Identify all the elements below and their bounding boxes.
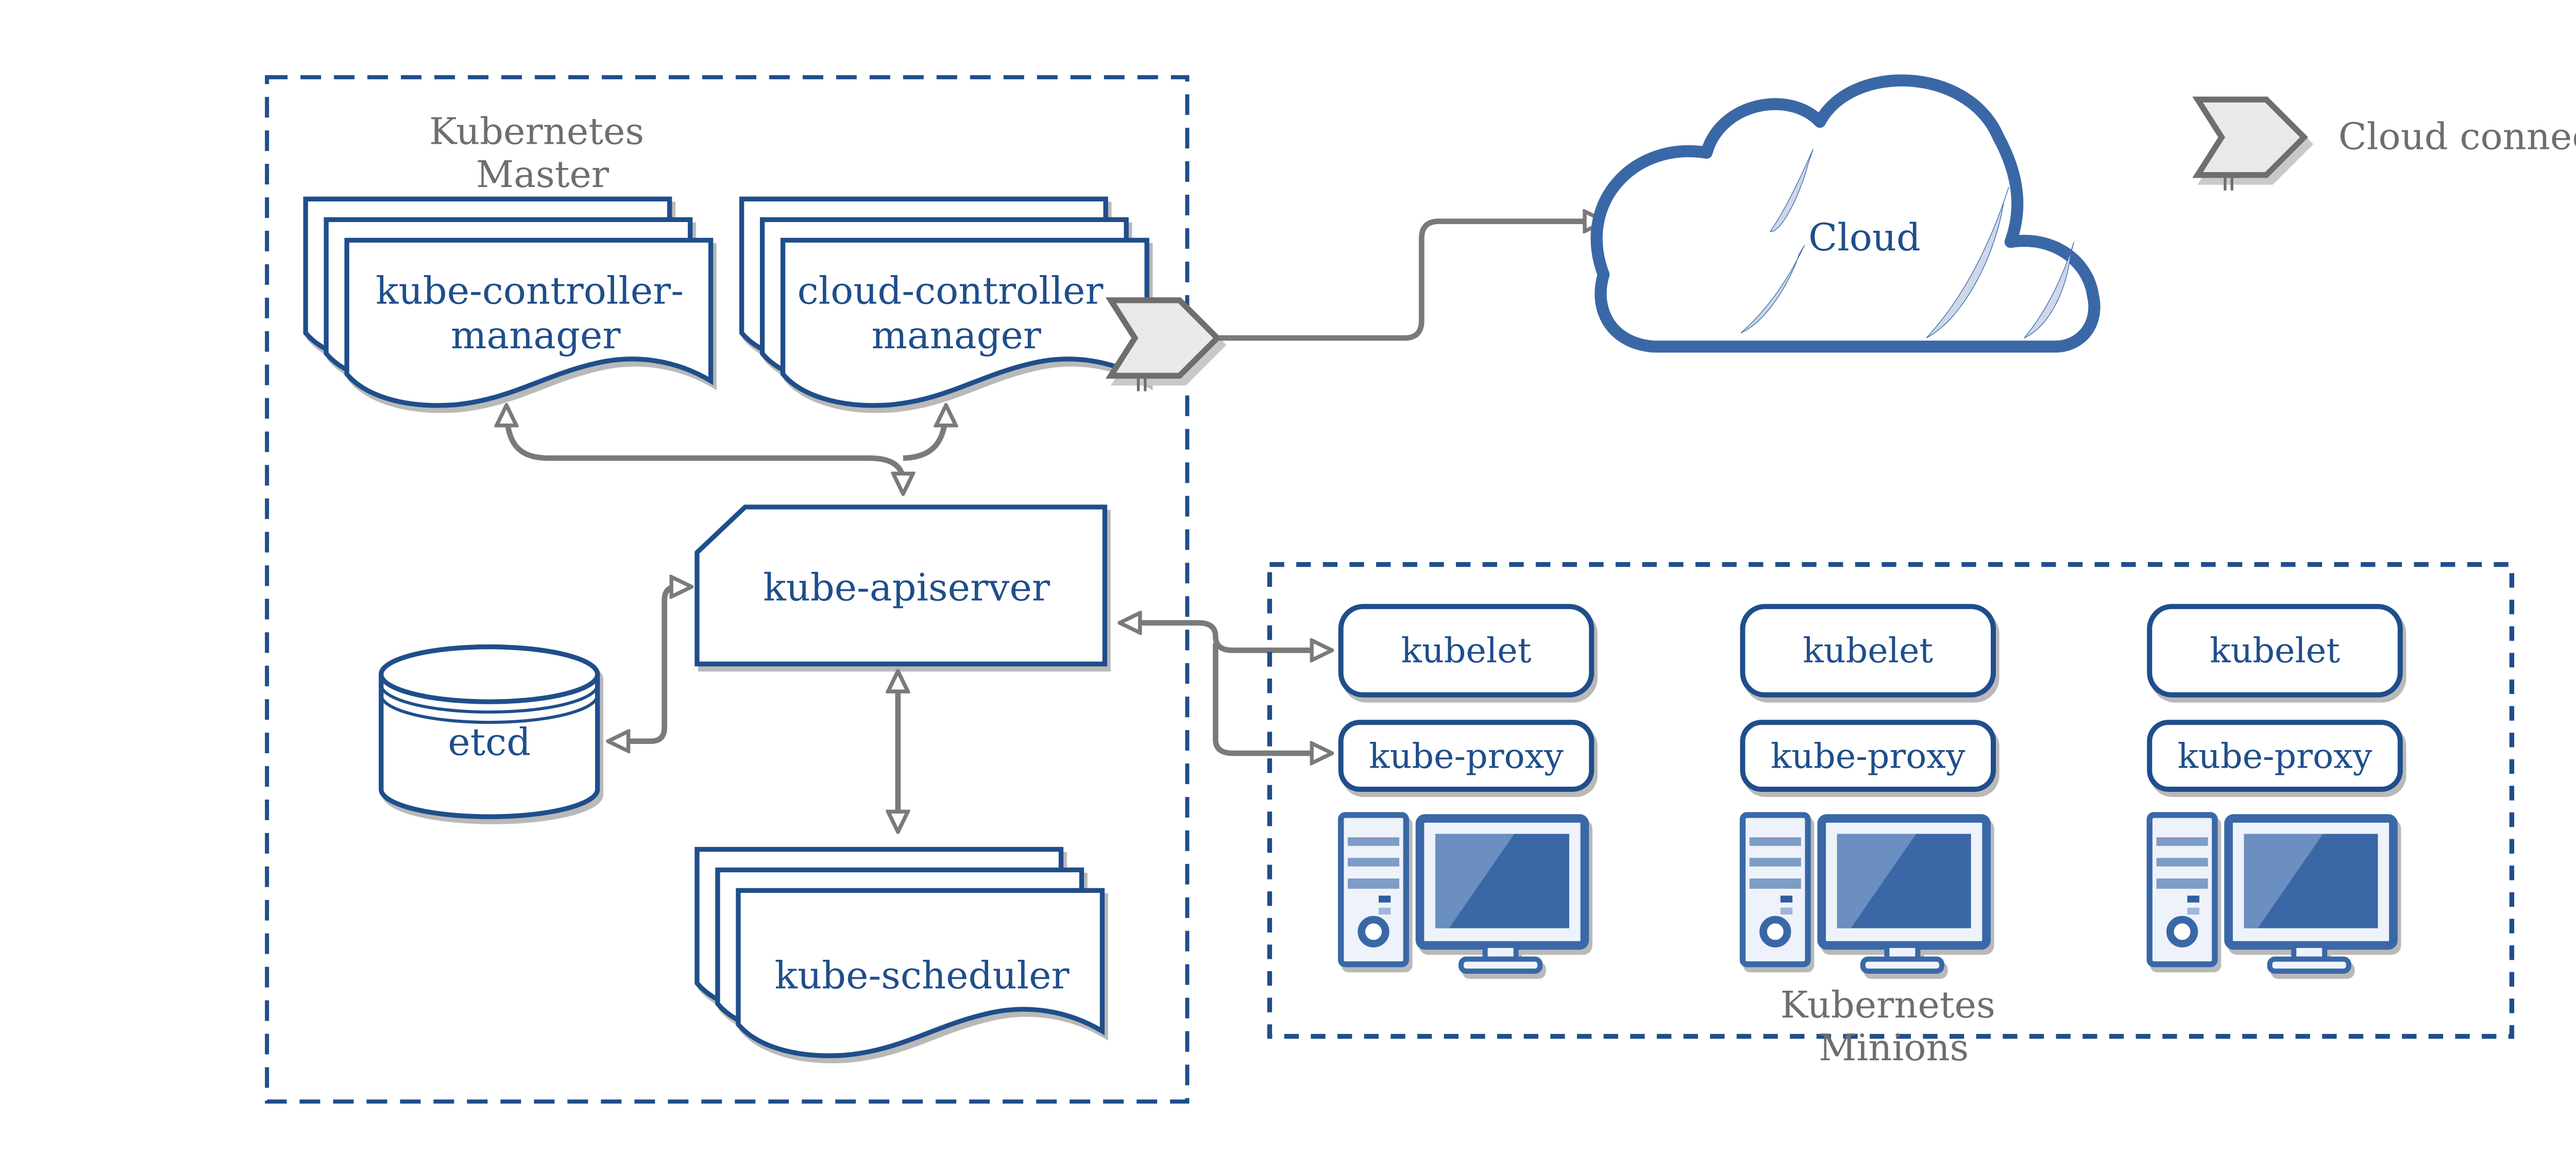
cloud-crescent xyxy=(1769,149,1814,232)
cloud-crescent xyxy=(1926,186,2009,338)
connector-controllers-apiserver xyxy=(506,406,903,493)
node-label: etcd xyxy=(448,720,531,764)
cloud-group: Cloud xyxy=(1590,74,2100,353)
node-cloud-controller-manager: cloud-controller manager xyxy=(742,199,1147,405)
node-label: kube-apiserver xyxy=(763,566,1050,610)
cylinder-top xyxy=(379,644,600,704)
node-label: kube-scheduler xyxy=(775,954,1070,997)
connector-etcd-apiserver xyxy=(609,587,690,741)
node-label: kube-proxy xyxy=(1771,736,1965,776)
node-label: kubelet xyxy=(1401,631,1531,671)
cloud-label: Cloud xyxy=(1808,216,1921,260)
cylinder-ring xyxy=(379,694,599,724)
node-kube-apiserver: kube-apiserver xyxy=(694,504,1108,667)
minions-dashed-border xyxy=(1267,562,2515,1039)
node-kube-scheduler: kube-scheduler xyxy=(697,850,1102,1056)
node-etcd: etcd xyxy=(379,644,600,819)
connector-cloudcontroller-branch xyxy=(903,406,946,461)
connector-chevron-cloud xyxy=(1219,222,1603,341)
node-label: kubelet xyxy=(2210,631,2340,671)
legend-label: Cloud connector xyxy=(2338,115,2576,158)
kubelet-box xyxy=(1338,604,1595,698)
cloud-crescent xyxy=(2024,242,2075,338)
node-label: kube-proxy xyxy=(1369,736,1564,776)
cloud-shape xyxy=(1590,74,2100,353)
minion-column: kubelet kube-proxy xyxy=(1338,604,1595,971)
cloud-connector-icon xyxy=(2198,99,2304,175)
node-label: cloud-controller manager xyxy=(798,269,1115,358)
cloud-crescent xyxy=(1740,245,1805,333)
node-label: kubelet xyxy=(1803,631,1933,671)
minion-column: kubelet kube-proxy xyxy=(2147,604,2403,971)
kube-proxy-box xyxy=(2147,720,2403,792)
kubelet-box xyxy=(1740,604,1996,698)
connector-apiserver-kubeproxy xyxy=(1213,643,1330,753)
node-kube-controller-manager: kube-controller- manager xyxy=(306,199,710,405)
kubernetes-minions-group: kubelet kube-proxy kubelet kube-proxy ku… xyxy=(1267,562,2515,1069)
minions-title: Kubernetes Minions xyxy=(1781,984,2007,1069)
connector-apiserver-kubelet xyxy=(1121,623,1331,650)
kube-proxy-box xyxy=(1338,720,1595,792)
master-title: Kubernetes Master xyxy=(429,110,656,196)
computer-icon xyxy=(1341,815,1585,971)
kubelet-box xyxy=(2147,604,2403,698)
node-label: kube-controller- manager xyxy=(376,269,696,358)
kube-proxy-box xyxy=(1740,720,1996,792)
kubernetes-master-group: Kubernetes Master kube-controller- manag… xyxy=(265,75,1190,1104)
cylinder-ring xyxy=(379,684,599,714)
minion-column: kubelet kube-proxy xyxy=(1740,604,1996,971)
connectors xyxy=(506,222,1603,830)
apiserver-card-shape xyxy=(694,504,1108,667)
legend-cloud-connector: Cloud connector xyxy=(2198,99,2576,191)
computer-icon xyxy=(1742,815,1986,971)
computer-icon xyxy=(2149,815,2393,971)
node-label: kube-proxy xyxy=(2178,736,2372,776)
